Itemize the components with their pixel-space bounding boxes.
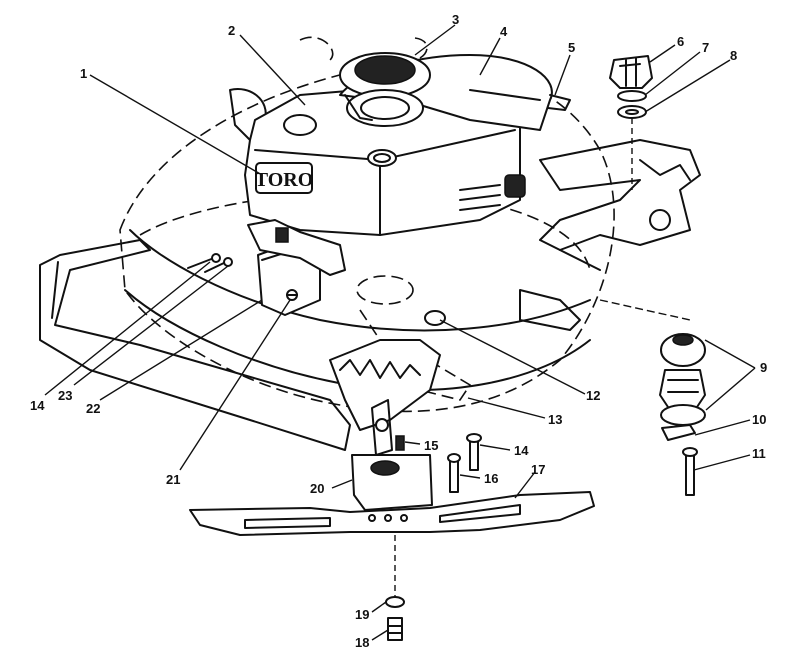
callout-22: 22	[86, 401, 100, 416]
baffle	[329, 339, 441, 431]
screw-21	[286, 289, 298, 301]
callout-11: 11	[752, 446, 766, 461]
callout-14-left: 14	[30, 398, 45, 413]
key-15	[395, 435, 405, 451]
brand-plate	[255, 162, 313, 194]
callout-15: 15	[424, 438, 438, 453]
callout-12: 12	[586, 388, 600, 403]
knob-assembly	[609, 55, 653, 119]
callout-19: 19	[355, 607, 369, 622]
screw-14a-23	[187, 253, 233, 273]
blade	[189, 491, 595, 536]
callout-9: 9	[760, 360, 767, 375]
oil-cap	[283, 114, 317, 136]
callout-23: 23	[58, 388, 72, 403]
callout-5: 5	[568, 40, 575, 55]
starter-motor	[247, 219, 346, 316]
bolt-14b	[466, 433, 482, 471]
filler-neck	[367, 149, 397, 167]
blade-bolt	[387, 617, 403, 641]
bolt-16	[447, 453, 461, 493]
leader-lines	[44, 24, 756, 641]
callout-4: 4	[500, 24, 508, 39]
height-adjust-bracket	[519, 139, 701, 331]
blade-adapter-hidden	[356, 275, 472, 401]
callout-3: 3	[452, 12, 459, 27]
callout-10: 10	[752, 412, 766, 427]
callout-20: 20	[310, 481, 324, 496]
rewind-starter	[339, 52, 431, 127]
brand-logo: TORO	[255, 169, 314, 191]
callout-7: 7	[702, 40, 709, 55]
callout-18: 18	[355, 635, 369, 650]
blade-washer	[385, 596, 405, 608]
callout-21: 21	[166, 472, 180, 487]
callout-labels: 1 2 3 4 5 6 7 8 9 10 11 12 13 14 14 15 1…	[30, 12, 767, 650]
callout-8: 8	[730, 48, 737, 63]
bolt-11	[682, 447, 698, 496]
callout-2: 2	[228, 23, 235, 38]
callout-14-right: 14	[514, 443, 529, 458]
wheel-mount	[659, 333, 706, 426]
blade-adapter	[351, 399, 433, 511]
callout-1: 1	[80, 66, 87, 81]
callout-17: 17	[531, 462, 545, 477]
clip-10	[661, 424, 696, 441]
wheel-axis-line	[599, 299, 691, 321]
engine: TORO	[244, 84, 526, 236]
callout-13: 13	[548, 412, 562, 427]
callout-16: 16	[484, 471, 498, 486]
callout-6: 6	[677, 34, 684, 49]
